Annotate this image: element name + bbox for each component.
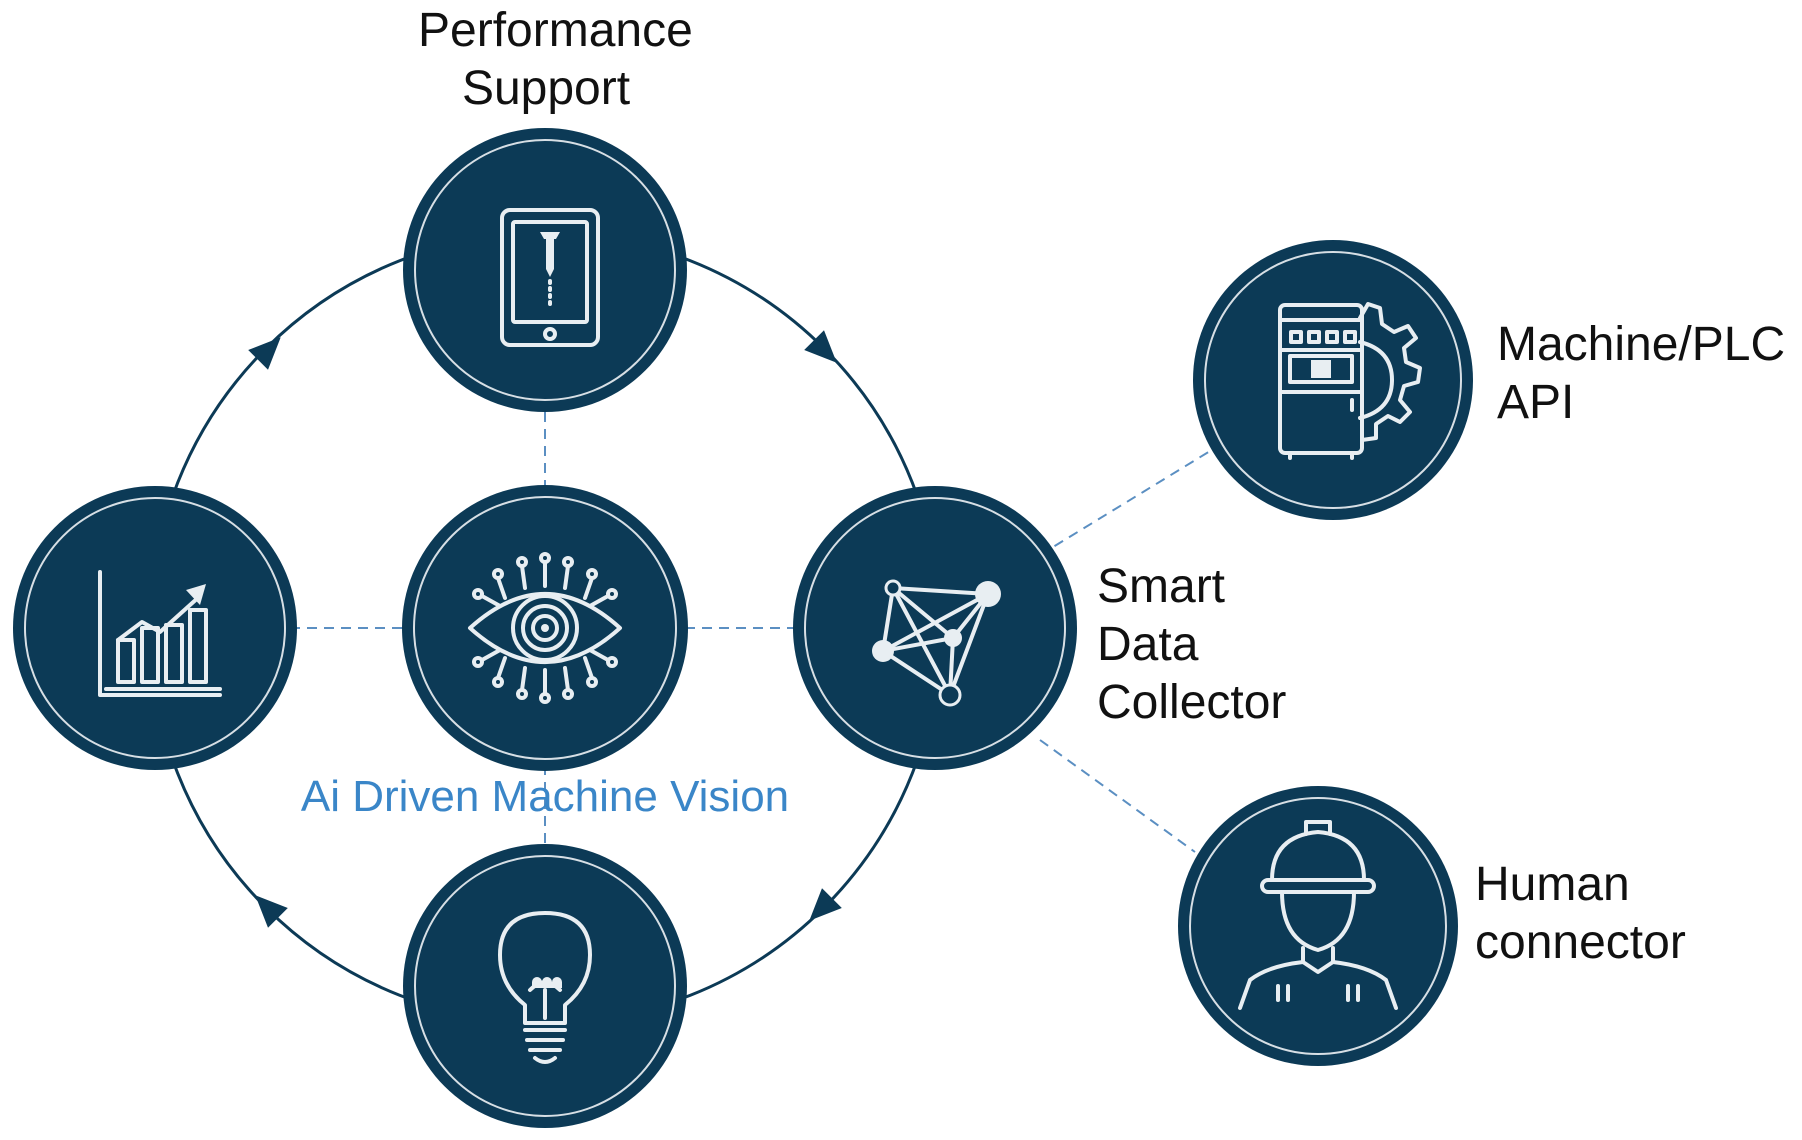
cycle-arrow-bottom-right — [809, 888, 842, 921]
label-performance-support: Performance Support — [418, 2, 693, 118]
insight-node[interactable] — [403, 844, 687, 1128]
label-smart-data-collector: Smart Data Collector — [1097, 558, 1286, 732]
tablet-screw-icon — [500, 208, 600, 347]
label-performance-line-1: Performance — [418, 4, 693, 57]
smart-data-collector-node[interactable] — [793, 486, 1077, 770]
worker-hardhat-icon — [1238, 820, 1398, 1010]
cycle-arrow-top-right — [804, 330, 837, 363]
label-smart-line-2: Data — [1097, 618, 1199, 671]
label-machine-plc-api: Machine/PLC API — [1497, 316, 1785, 432]
label-human-line-2: connector — [1475, 916, 1686, 969]
growth-chart-icon — [98, 570, 222, 697]
label-smart-line-3: Collector — [1097, 676, 1287, 729]
circuit-eye-icon — [468, 552, 622, 704]
label-ai-machine-vision: Ai Driven Machine Vision — [300, 772, 790, 821]
dashed-connectors — [290, 395, 1216, 860]
label-human-line-1: Human — [1475, 858, 1630, 911]
performance-support-node[interactable] — [403, 128, 687, 412]
label-machine-line-1: Machine/PLC — [1497, 318, 1786, 371]
network-graph-icon — [872, 579, 1001, 707]
ai-vision-node[interactable] — [402, 485, 688, 771]
label-human-connector: Human connector — [1475, 856, 1686, 972]
label-smart-line-1: Smart — [1097, 560, 1226, 613]
label-performance-line-2: Support — [461, 62, 631, 115]
machine-plc-node[interactable] — [1193, 240, 1473, 520]
human-connector-node[interactable] — [1178, 786, 1458, 1066]
machine-gear-icon — [1278, 302, 1422, 460]
cycle-arrow-top-left — [248, 337, 281, 370]
cycle-arrow-bottom-left — [255, 895, 288, 928]
analytics-node[interactable] — [13, 486, 297, 770]
lightbulb-icon — [498, 911, 592, 1064]
label-machine-line-2: API — [1497, 376, 1575, 429]
